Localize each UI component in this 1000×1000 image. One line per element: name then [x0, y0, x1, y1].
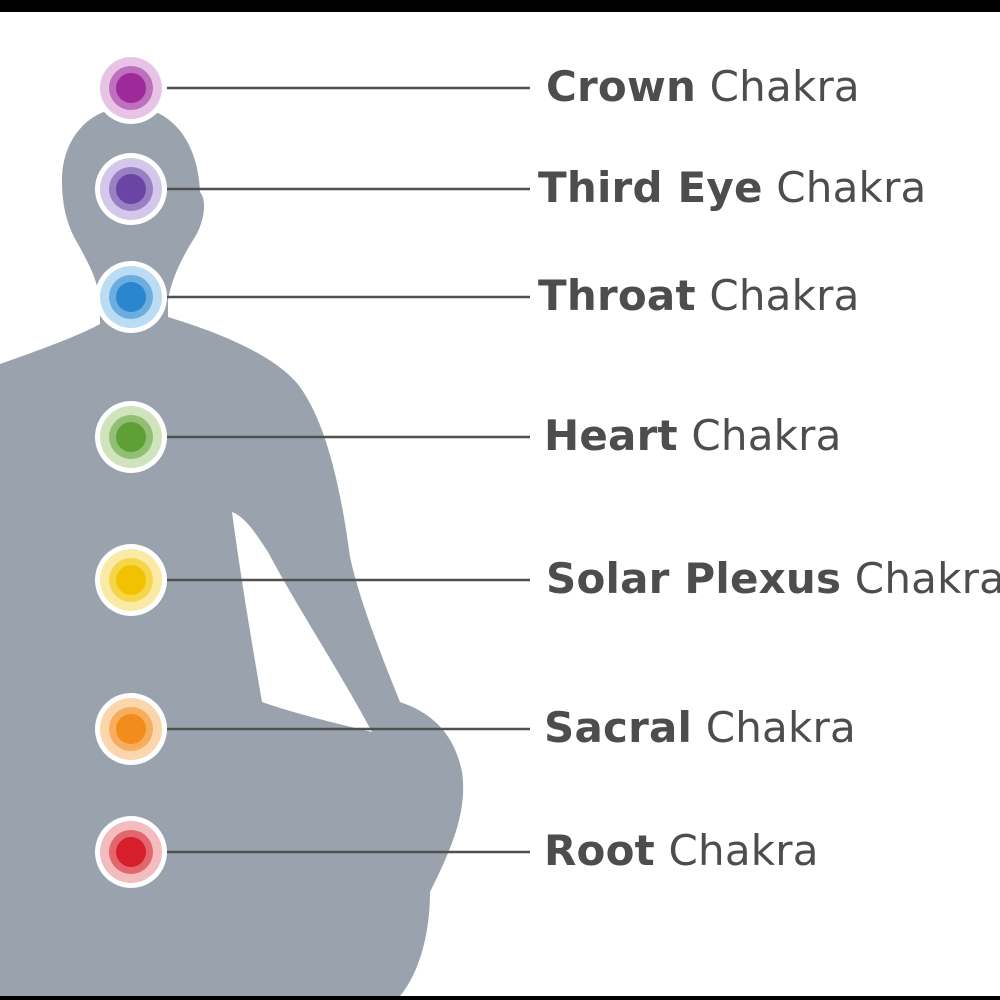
sacral-chakra-name: Sacral [544, 703, 693, 752]
sacral-chakra-marker [95, 693, 167, 765]
sacral-chakra-suffix: Chakra [705, 703, 856, 752]
throat-chakra-suffix: Chakra [709, 271, 860, 320]
third-eye-chakra-suffix: Chakra [776, 163, 927, 212]
third-eye-marker-core [116, 174, 146, 204]
crown-marker-core [116, 73, 146, 103]
throat-chakra-marker [95, 261, 167, 333]
crown-chakra-suffix: Chakra [709, 62, 860, 111]
crown-chakra-label: Crown Chakra [546, 66, 860, 108]
third-eye-chakra-name: Third Eye [538, 163, 763, 212]
solar-plexus-chakra-label: Solar Plexus Chakra [546, 558, 1000, 600]
root-chakra-suffix: Chakra [668, 826, 819, 875]
throat-marker-core [116, 282, 146, 312]
root-marker-core [116, 837, 146, 867]
sacral-marker-core [116, 714, 146, 744]
root-chakra-marker [95, 816, 167, 888]
crown-chakra-marker [95, 52, 167, 124]
heart-chakra-label: Heart Chakra [544, 415, 842, 457]
connector-lines [161, 86, 530, 854]
solar-plexus-chakra-marker [95, 544, 167, 616]
heart-marker-core [116, 422, 146, 452]
heart-chakra-name: Heart [544, 411, 678, 460]
heart-chakra-marker [95, 401, 167, 473]
third-eye-chakra-label: Third Eye Chakra [538, 167, 926, 209]
crown-chakra-name: Crown [546, 62, 697, 111]
arm-gap [232, 512, 372, 732]
solar-plexus-chakra-name: Solar Plexus [546, 554, 842, 603]
throat-chakra-label: Throat Chakra [538, 275, 860, 317]
solar-plexus-marker-core [116, 565, 146, 595]
body-silhouette [0, 107, 464, 996]
knee-extension [330, 882, 422, 962]
root-chakra-name: Root [544, 826, 655, 875]
throat-chakra-name: Throat [538, 271, 696, 320]
chakra-diagram [0, 52, 530, 996]
sacral-chakra-label: Sacral Chakra [544, 707, 856, 749]
meditating-figure-silhouette [0, 107, 464, 996]
root-chakra-label: Root Chakra [544, 830, 819, 872]
third-eye-chakra-marker [95, 153, 167, 225]
solar-plexus-chakra-suffix: Chakra [854, 554, 1000, 603]
heart-chakra-suffix: Chakra [691, 411, 842, 460]
chakra-markers [95, 52, 167, 888]
